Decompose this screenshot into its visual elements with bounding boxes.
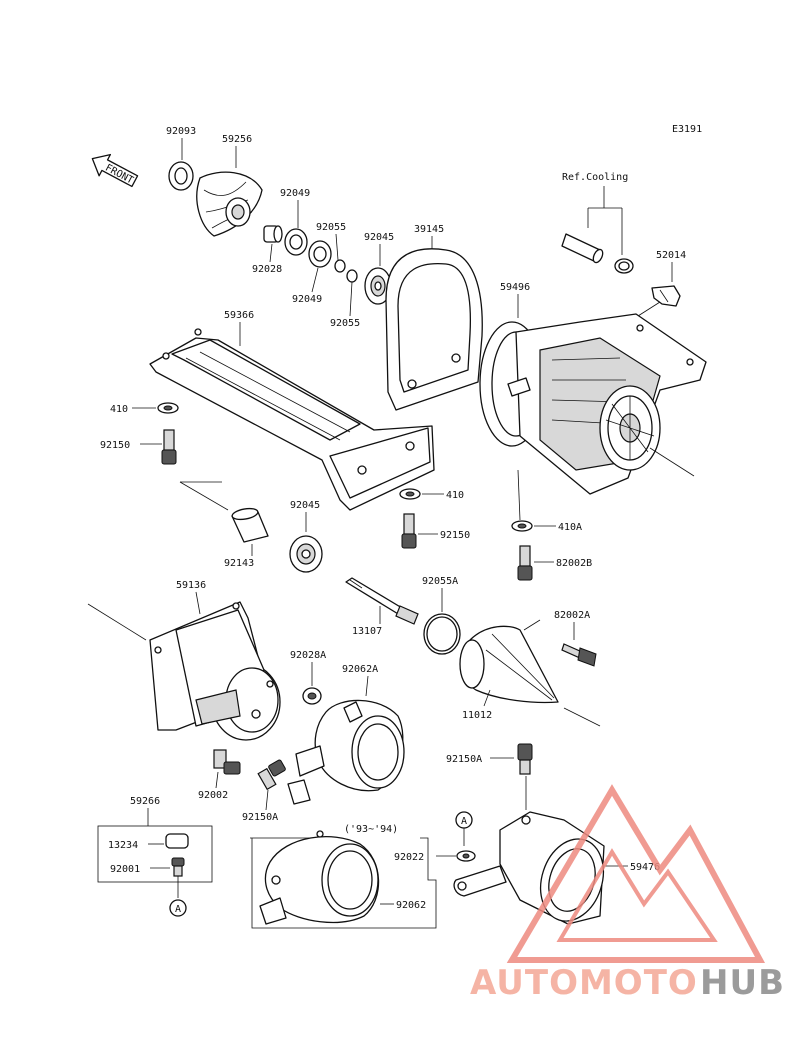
bearing-92045-a bbox=[364, 267, 392, 305]
washer-410-a bbox=[157, 402, 179, 414]
part-92055-a: 92055 bbox=[316, 222, 346, 233]
bearing-92045-b bbox=[289, 535, 323, 573]
bolt-92150-b bbox=[401, 513, 417, 549]
marker-a-left-label: A bbox=[175, 904, 181, 915]
part-59476: 59476 bbox=[630, 862, 660, 873]
part-13107: 13107 bbox=[352, 626, 382, 637]
impeller bbox=[196, 171, 263, 237]
front-arrow-icon: FRONT bbox=[91, 153, 139, 188]
part-92150-b: 92150 bbox=[440, 530, 470, 541]
part-92049-a: 92049 bbox=[280, 188, 310, 199]
part-59496: 59496 bbox=[500, 282, 530, 293]
watermark-text-gray: HUB bbox=[700, 963, 785, 1003]
part-92022: 92022 bbox=[394, 852, 424, 863]
part-11012: 11012 bbox=[462, 710, 492, 721]
part-59366: 59366 bbox=[224, 310, 254, 321]
ref-cooling-label: Ref.Cooling bbox=[562, 172, 628, 183]
oring-92055-a bbox=[334, 259, 346, 273]
part-92002: 92002 bbox=[198, 790, 228, 801]
part-52014: 52014 bbox=[656, 250, 686, 261]
part-92150A-a: 92150A bbox=[242, 812, 278, 823]
watermark-triangle-icon bbox=[506, 784, 766, 963]
part-92055-b: 92055 bbox=[330, 318, 360, 329]
pump-frame-59366 bbox=[149, 328, 435, 511]
part-59136: 59136 bbox=[176, 580, 206, 591]
oring-92055-b bbox=[346, 269, 358, 283]
bolt-82002B bbox=[517, 545, 533, 581]
diagram-code: E3191 bbox=[672, 124, 702, 135]
collar-92028A bbox=[302, 687, 322, 705]
nozzle-housing-59136 bbox=[149, 601, 281, 741]
part-92143: 92143 bbox=[224, 558, 254, 569]
bolt-92002 bbox=[213, 749, 241, 775]
part-13234: 13234 bbox=[108, 840, 138, 851]
screw-92001 bbox=[171, 857, 185, 877]
part-92049-b: 92049 bbox=[292, 294, 322, 305]
cone-11012 bbox=[459, 625, 559, 704]
cooling-pipe bbox=[561, 233, 604, 264]
watermark-text-accent: AUTOMOTO bbox=[470, 963, 698, 1003]
washer-410-b bbox=[399, 488, 421, 500]
kit-box-59266 bbox=[97, 825, 213, 883]
bolt-92150-a bbox=[161, 429, 177, 465]
sleeve-92143 bbox=[231, 507, 269, 543]
shaft-13107 bbox=[345, 577, 419, 625]
plug-13234 bbox=[165, 833, 189, 849]
part-92150-a: 92150 bbox=[100, 440, 130, 451]
bolt-92150A-b bbox=[517, 743, 533, 775]
part-82002A: 82002A bbox=[554, 610, 590, 621]
deflector-92062A bbox=[287, 699, 405, 805]
fitting-52014 bbox=[651, 285, 681, 307]
watermark-logo: AUTOMOTO HUB bbox=[470, 784, 785, 1003]
marker-a-left bbox=[169, 899, 187, 917]
gasket-39145 bbox=[385, 248, 483, 411]
part-59256: 59256 bbox=[222, 134, 252, 145]
part-59266: 59266 bbox=[130, 796, 160, 807]
seal-92049-a bbox=[284, 228, 308, 256]
pump-housing-59496 bbox=[479, 313, 707, 495]
part-92093: 92093 bbox=[166, 126, 196, 137]
part-92055A: 92055A bbox=[422, 576, 458, 587]
washer-92022 bbox=[456, 850, 476, 862]
washer-410-c bbox=[511, 520, 533, 532]
part-410-b: 410 bbox=[446, 490, 464, 501]
steering-nozzle-59476 bbox=[453, 811, 605, 925]
part-92062: 92062 bbox=[396, 900, 426, 911]
part-410-a: 410 bbox=[110, 404, 128, 415]
part-410A: 410A bbox=[558, 522, 582, 533]
cooling-hose-clamp bbox=[614, 258, 634, 274]
part-82002B: 82002B bbox=[556, 558, 592, 569]
part-39145: 39145 bbox=[414, 224, 444, 235]
part-92062A: 92062A bbox=[342, 664, 378, 675]
deflector-92062 bbox=[259, 830, 380, 925]
bolt-82002A bbox=[561, 643, 597, 667]
part-92028: 92028 bbox=[252, 264, 282, 275]
bearing-92093 bbox=[168, 161, 194, 191]
part-92028A: 92028A bbox=[290, 650, 326, 661]
part-92045-a: 92045 bbox=[364, 232, 394, 243]
marker-a-right-label: A bbox=[461, 816, 467, 827]
seal-92049-b bbox=[308, 240, 332, 268]
bolt-92150A-a bbox=[257, 759, 286, 791]
part-92001: 92001 bbox=[110, 864, 140, 875]
year-note: ('93~'94) bbox=[344, 824, 398, 835]
part-92150A-b: 92150A bbox=[446, 754, 482, 765]
collar-92028 bbox=[263, 225, 283, 243]
part-92045-b: 92045 bbox=[290, 500, 320, 511]
